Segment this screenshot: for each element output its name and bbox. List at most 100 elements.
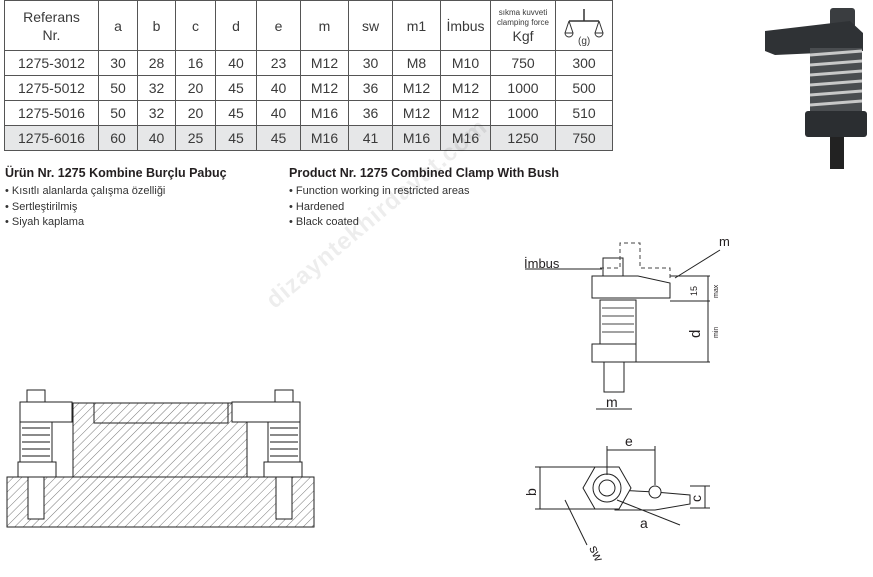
cell-ref: 1275-3012 xyxy=(4,50,99,76)
feature-item: Siyah kaplama xyxy=(5,215,227,231)
top-view-drawing: e b c a sw xyxy=(523,433,710,564)
cell-ref: 1275-5016 xyxy=(4,100,99,126)
cell-ref: 1275-5012 xyxy=(4,75,99,101)
header-imbus: İmbus xyxy=(440,0,491,51)
label-15: 15 xyxy=(689,286,699,296)
feature-list-en: Function working in restricted areas Har… xyxy=(289,184,559,231)
product-info-en: Product Nr. 1275 Combined Clamp With Bus… xyxy=(289,166,559,231)
cell-d: 45 xyxy=(215,125,257,151)
label-b: b xyxy=(523,488,539,496)
cell-b: 32 xyxy=(137,100,176,126)
cell-sw: 41 xyxy=(348,125,393,151)
label-d: d xyxy=(687,330,704,338)
feature-item: Hardened xyxy=(289,200,559,216)
label-m: m xyxy=(606,394,618,410)
cell-force: 1250 xyxy=(490,125,556,151)
header-m1: m1 xyxy=(392,0,441,51)
cell-force: 1000 xyxy=(490,100,556,126)
cell-sw: 36 xyxy=(348,100,393,126)
balance-scale-icon xyxy=(564,8,604,37)
feature-item: Sertleştirilmiş xyxy=(5,200,227,216)
product-title-en: Product Nr. 1275 Combined Clamp With Bus… xyxy=(289,166,560,180)
header-clamping-force: sıkma kuvveti clamping force Kgf xyxy=(490,0,556,51)
cell-sw: 30 xyxy=(348,50,393,76)
cell-a: 50 xyxy=(98,75,138,101)
cell-c: 20 xyxy=(175,75,216,101)
assembly-section-drawing xyxy=(6,389,315,528)
header-m: m xyxy=(300,0,349,51)
header-ref-line1: Referans xyxy=(23,8,80,25)
force-label-tr: sıkma kuvveti xyxy=(498,7,548,17)
cell-m1: M12 xyxy=(392,75,441,101)
cell-m1: M12 xyxy=(392,100,441,126)
label-m1: m1 xyxy=(719,234,730,249)
cell-d: 40 xyxy=(215,50,257,76)
cell-e: 45 xyxy=(256,125,301,151)
cell-c: 16 xyxy=(175,50,216,76)
force-unit: Kgf xyxy=(512,27,534,44)
cell-imbus: M10 xyxy=(440,50,491,76)
label-e: e xyxy=(625,433,633,449)
cell-sw: 36 xyxy=(348,75,393,101)
cell-e: 40 xyxy=(256,100,301,126)
header-ref-line2: Nr. xyxy=(42,26,61,43)
cell-m1: M8 xyxy=(392,50,441,76)
header-a: a xyxy=(98,0,138,51)
feature-list-tr: Kısıtlı alanlarda çalışma özelliği Sertl… xyxy=(5,184,227,231)
feature-item: Black coated xyxy=(289,215,559,231)
cell-imbus: M12 xyxy=(440,100,491,126)
feature-item: Kısıtlı alanlarda çalışma özelliği xyxy=(5,184,227,200)
cell-e: 40 xyxy=(256,75,301,101)
header-d: d xyxy=(215,0,257,51)
cell-m: M12 xyxy=(300,75,349,101)
cell-weight: 500 xyxy=(555,75,613,101)
cell-c: 25 xyxy=(175,125,216,151)
header-b: b xyxy=(137,0,176,51)
cell-m: M16 xyxy=(300,125,349,151)
label-c: c xyxy=(688,495,704,502)
cell-a: 30 xyxy=(98,50,138,76)
header-weight: (g) xyxy=(555,0,613,51)
cell-ref: 1275-6016 xyxy=(4,125,99,151)
cell-d: 45 xyxy=(215,100,257,126)
product-photo xyxy=(765,8,867,169)
label-imbus: İmbus xyxy=(524,256,560,271)
cell-force: 1000 xyxy=(490,75,556,101)
cell-imbus: M12 xyxy=(440,75,491,101)
product-info-tr: Ürün Nr. 1275 Kombine Burçlu Pabuç Kısıt… xyxy=(5,166,227,231)
cell-e: 23 xyxy=(256,50,301,76)
cell-b: 40 xyxy=(137,125,176,151)
cell-m1: M16 xyxy=(392,125,441,151)
cell-weight: 750 xyxy=(555,125,613,151)
label-sw: sw xyxy=(586,543,607,564)
force-label-en: clamping force xyxy=(496,17,550,27)
header-sw: sw xyxy=(348,0,393,51)
cell-weight: 510 xyxy=(555,100,613,126)
side-view-drawing: İmbus m1 15 max d min m xyxy=(524,234,730,410)
cell-c: 20 xyxy=(175,100,216,126)
product-title-tr: Ürün Nr. 1275 Kombine Burçlu Pabuç xyxy=(5,166,227,180)
label-a: a xyxy=(640,515,648,531)
cell-b: 32 xyxy=(137,75,176,101)
cell-weight: 300 xyxy=(555,50,613,76)
cell-a: 50 xyxy=(98,100,138,126)
cell-m: M16 xyxy=(300,100,349,126)
cell-a: 60 xyxy=(98,125,138,151)
cell-d: 45 xyxy=(215,75,257,101)
cell-force: 750 xyxy=(490,50,556,76)
cell-b: 28 xyxy=(137,50,176,76)
label-min: min xyxy=(713,327,720,338)
header-e: e xyxy=(256,0,301,51)
cell-m: M12 xyxy=(300,50,349,76)
feature-item: Function working in restricted areas xyxy=(289,184,559,200)
label-max: max xyxy=(713,284,720,298)
weight-unit: (g) xyxy=(578,36,591,47)
header-c: c xyxy=(175,0,216,51)
